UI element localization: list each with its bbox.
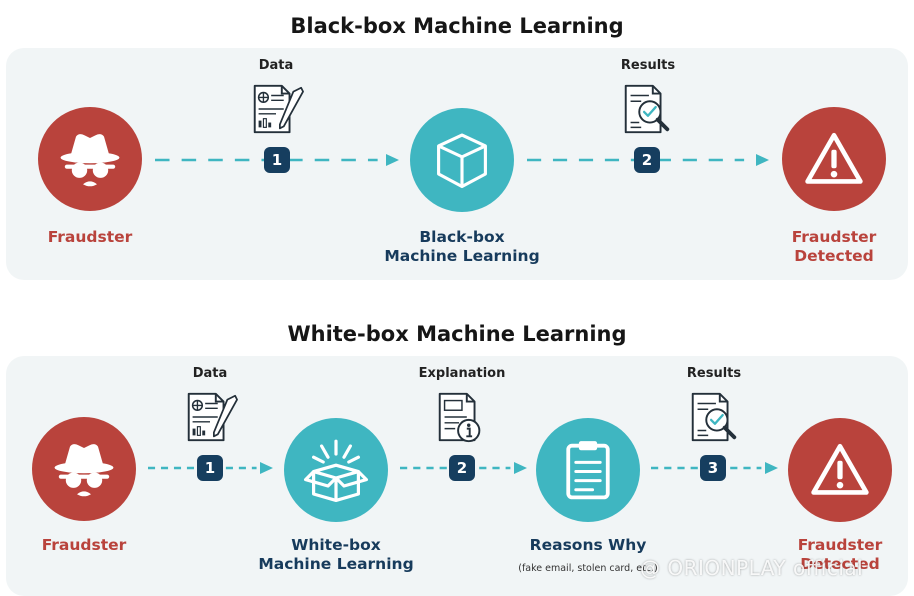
arrow-head: [386, 154, 399, 166]
arrow-head: [260, 462, 273, 474]
results-document-icon: [617, 80, 677, 138]
white-box-node: [284, 418, 388, 522]
fraudster-detected-label: Fraudster Detected: [797, 536, 883, 573]
fraudster-label: Fraudster: [41, 536, 127, 554]
fraudster-label: Fraudster: [47, 228, 133, 246]
fraudster-detected-node: [788, 418, 892, 522]
fraudster-detected-label: Fraudster Detected: [791, 228, 877, 265]
reasons-why-examples: (fake email, stolen card, etc.): [518, 563, 658, 574]
arrow-head: [765, 462, 778, 474]
fraudster-detected-node: [782, 107, 886, 211]
white-box-title: White-box Machine Learning: [287, 322, 627, 346]
reasons-why-node: [536, 418, 640, 522]
clipboard-icon: [550, 432, 626, 508]
spy-icon: [49, 434, 119, 504]
warning-icon: [807, 437, 873, 503]
data-document-icon: [181, 388, 239, 446]
warning-icon: [801, 126, 867, 192]
explanation-document-icon: [432, 388, 490, 446]
white-box-label: White-box Machine Learning: [258, 536, 414, 573]
open-box-icon: [296, 430, 376, 510]
arrow-head: [514, 462, 527, 474]
edge-label: Data: [192, 366, 228, 381]
cube-icon: [423, 121, 501, 199]
watermark: @ ORIONPLAY official: [640, 556, 864, 580]
black-box-title: Black-box Machine Learning: [290, 14, 624, 38]
step-badge: 1: [197, 455, 223, 481]
fraudster-node: [38, 107, 142, 211]
data-document-icon: [247, 80, 305, 138]
edge-label: Data: [258, 58, 294, 73]
step-badge: 2: [449, 455, 475, 481]
step-badge: 2: [634, 147, 660, 173]
edge-label: Results: [686, 366, 742, 381]
spy-icon: [55, 124, 125, 194]
edge-label: Explanation: [418, 366, 506, 381]
step-badge: 3: [700, 455, 726, 481]
fraudster-node: [32, 417, 136, 521]
results-document-icon: [684, 388, 744, 446]
black-box-label: Black-box Machine Learning: [384, 228, 540, 265]
reasons-why-label: Reasons Why: [529, 536, 647, 554]
black-box-node: [410, 108, 514, 212]
step-badge: 1: [264, 147, 290, 173]
edge-label: Results: [620, 58, 676, 73]
arrow-head: [756, 154, 769, 166]
